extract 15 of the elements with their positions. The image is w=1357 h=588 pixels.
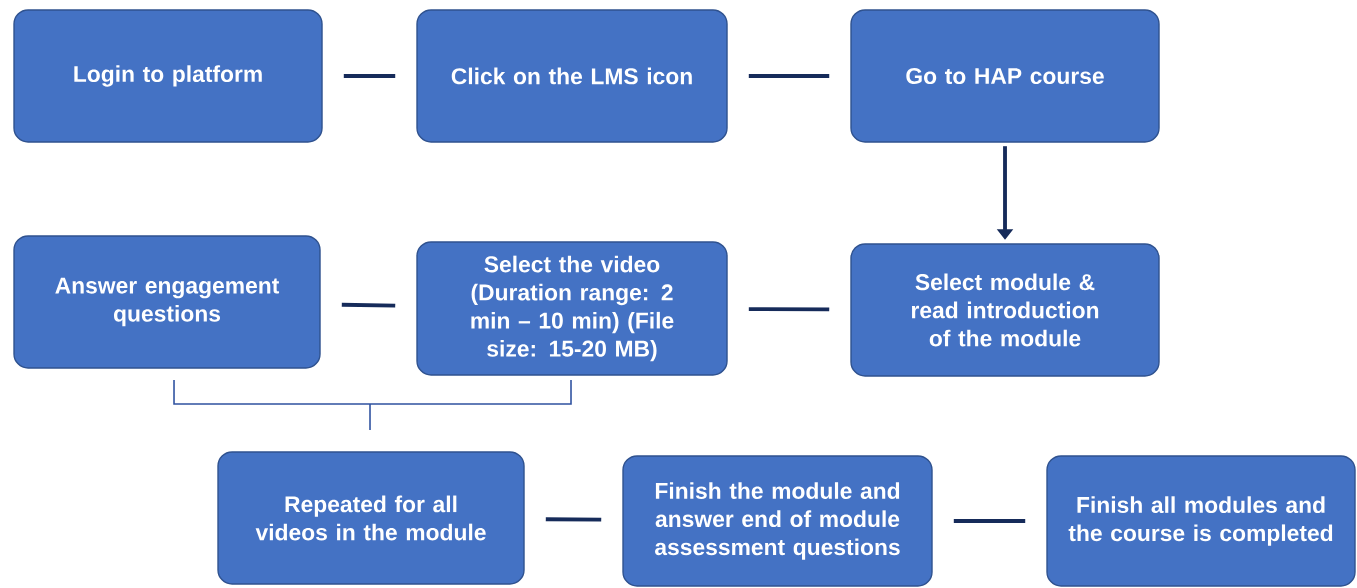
- process-box: Go to HAP course: [850, 9, 1160, 143]
- connector: [343, 74, 396, 78]
- connector: [748, 74, 830, 78]
- process-box: Finish the module and answer end of module assessment questions: [622, 455, 933, 587]
- connector: [953, 519, 1026, 523]
- process-box: Repeated for all videos in the module: [217, 451, 525, 585]
- process-box: Select the video (Duration range: 2 min – 10 min) (File size: 15-20 MB): [416, 241, 728, 376]
- process-box: Finish all modules and the course is completed: [1046, 455, 1356, 587]
- connector: [341, 302, 396, 308]
- process-box: Answer engagement questions: [13, 235, 321, 369]
- process-box: Click on the LMS icon: [416, 9, 728, 143]
- connector: [545, 517, 602, 522]
- connector: [748, 307, 830, 312]
- process-box: Select module & read introduction of the module: [850, 243, 1160, 377]
- process-box: Login to platform: [13, 9, 323, 143]
